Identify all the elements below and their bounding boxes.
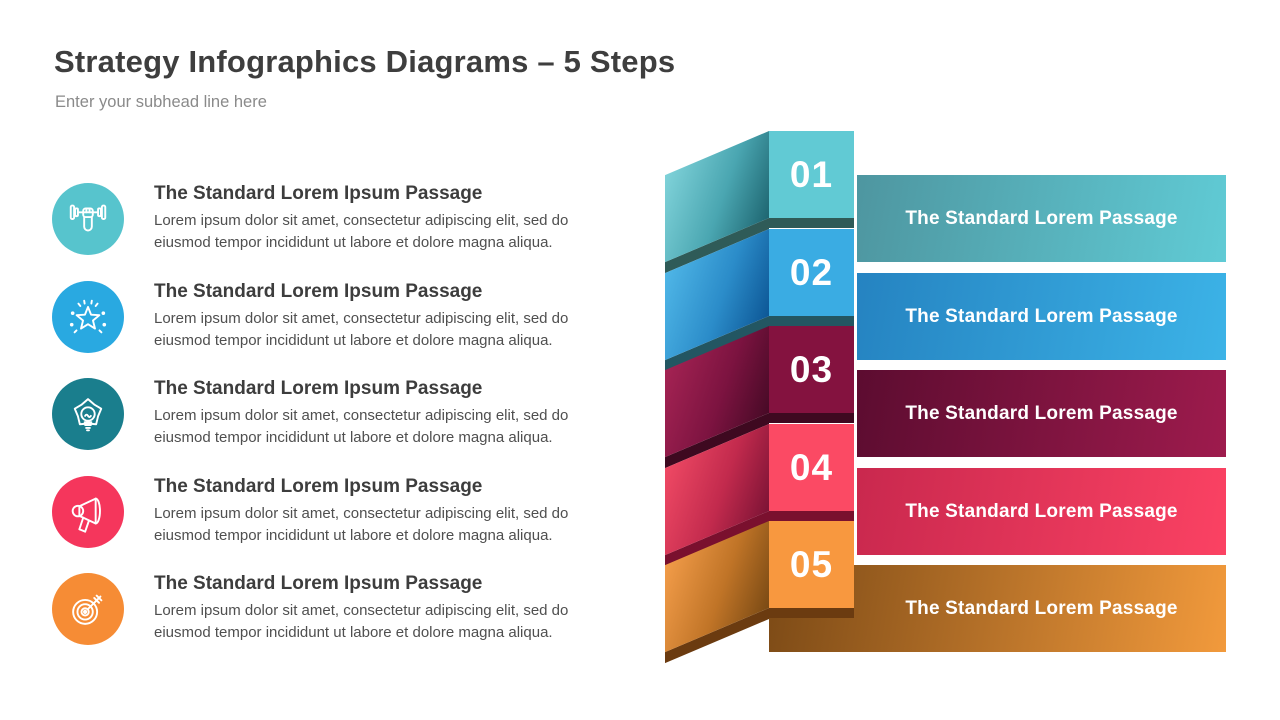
star-icon bbox=[52, 281, 124, 353]
step-number: 05 bbox=[789, 543, 834, 585]
item-heading: The Standard Lorem Ipsum Passage bbox=[154, 281, 483, 302]
page-title: Strategy Infographics Diagrams – 5 Steps bbox=[54, 44, 676, 79]
step-underside bbox=[769, 218, 854, 228]
page-subtitle: Enter your subhead line here bbox=[55, 93, 267, 111]
step-bar: The Standard Lorem Passage bbox=[857, 370, 1226, 457]
step-bar: The Standard Lorem Passage bbox=[857, 468, 1226, 555]
item-body: Lorem ipsum dolor sit amet, consectetur … bbox=[154, 505, 569, 544]
step-underside bbox=[769, 316, 854, 326]
step-bar: The Standard Lorem Passage bbox=[857, 175, 1226, 262]
step-bar-label: The Standard Lorem Passage bbox=[905, 207, 1178, 229]
step-number-tile: 03 bbox=[769, 326, 854, 413]
step-number: 01 bbox=[789, 153, 834, 195]
item-heading: The Standard Lorem Ipsum Passage bbox=[154, 183, 483, 204]
step-underside bbox=[769, 511, 854, 521]
idea-icon bbox=[52, 378, 124, 450]
item-body: Lorem ipsum dolor sit amet, consectetur … bbox=[154, 602, 569, 641]
megaphone-icon bbox=[52, 476, 124, 548]
list-item: The Standard Lorem Ipsum Passage Lorem i… bbox=[52, 573, 627, 663]
list-item: The Standard Lorem Ipsum Passage Lorem i… bbox=[52, 476, 627, 566]
step-number-tile: 02 bbox=[769, 229, 854, 316]
steps-list: The Standard Lorem Ipsum Passage Lorem i… bbox=[52, 183, 627, 693]
target-icon bbox=[52, 573, 124, 645]
item-body: Lorem ipsum dolor sit amet, consectetur … bbox=[154, 212, 569, 251]
steps-3d-diagram: The Standard Lorem Passage 01 The Standa… bbox=[665, 131, 1226, 676]
item-heading: The Standard Lorem Ipsum Passage bbox=[154, 573, 483, 594]
item-heading: The Standard Lorem Ipsum Passage bbox=[154, 476, 483, 497]
step-number-tile: 04 bbox=[769, 424, 854, 511]
step-number-tile: 01 bbox=[769, 131, 854, 218]
step-number: 03 bbox=[789, 348, 834, 390]
step-number-tile: 05 bbox=[769, 521, 854, 608]
list-item: The Standard Lorem Ipsum Passage Lorem i… bbox=[52, 183, 627, 273]
list-item: The Standard Lorem Ipsum Passage Lorem i… bbox=[52, 281, 627, 371]
step-bar-label: The Standard Lorem Passage bbox=[905, 305, 1178, 327]
step-bar-label: The Standard Lorem Passage bbox=[905, 597, 1178, 619]
step-bar-label: The Standard Lorem Passage bbox=[905, 500, 1178, 522]
item-heading: The Standard Lorem Ipsum Passage bbox=[154, 378, 483, 399]
step-underside bbox=[769, 413, 854, 423]
step-bar: The Standard Lorem Passage bbox=[857, 273, 1226, 360]
step-number: 04 bbox=[789, 446, 834, 488]
item-body: Lorem ipsum dolor sit amet, consectetur … bbox=[154, 407, 569, 446]
item-body: Lorem ipsum dolor sit amet, consectetur … bbox=[154, 310, 569, 349]
strength-icon bbox=[52, 183, 124, 255]
step-bar-label: The Standard Lorem Passage bbox=[905, 402, 1178, 424]
list-item: The Standard Lorem Ipsum Passage Lorem i… bbox=[52, 378, 627, 468]
step-underside bbox=[769, 608, 854, 618]
step-number: 02 bbox=[789, 251, 834, 293]
